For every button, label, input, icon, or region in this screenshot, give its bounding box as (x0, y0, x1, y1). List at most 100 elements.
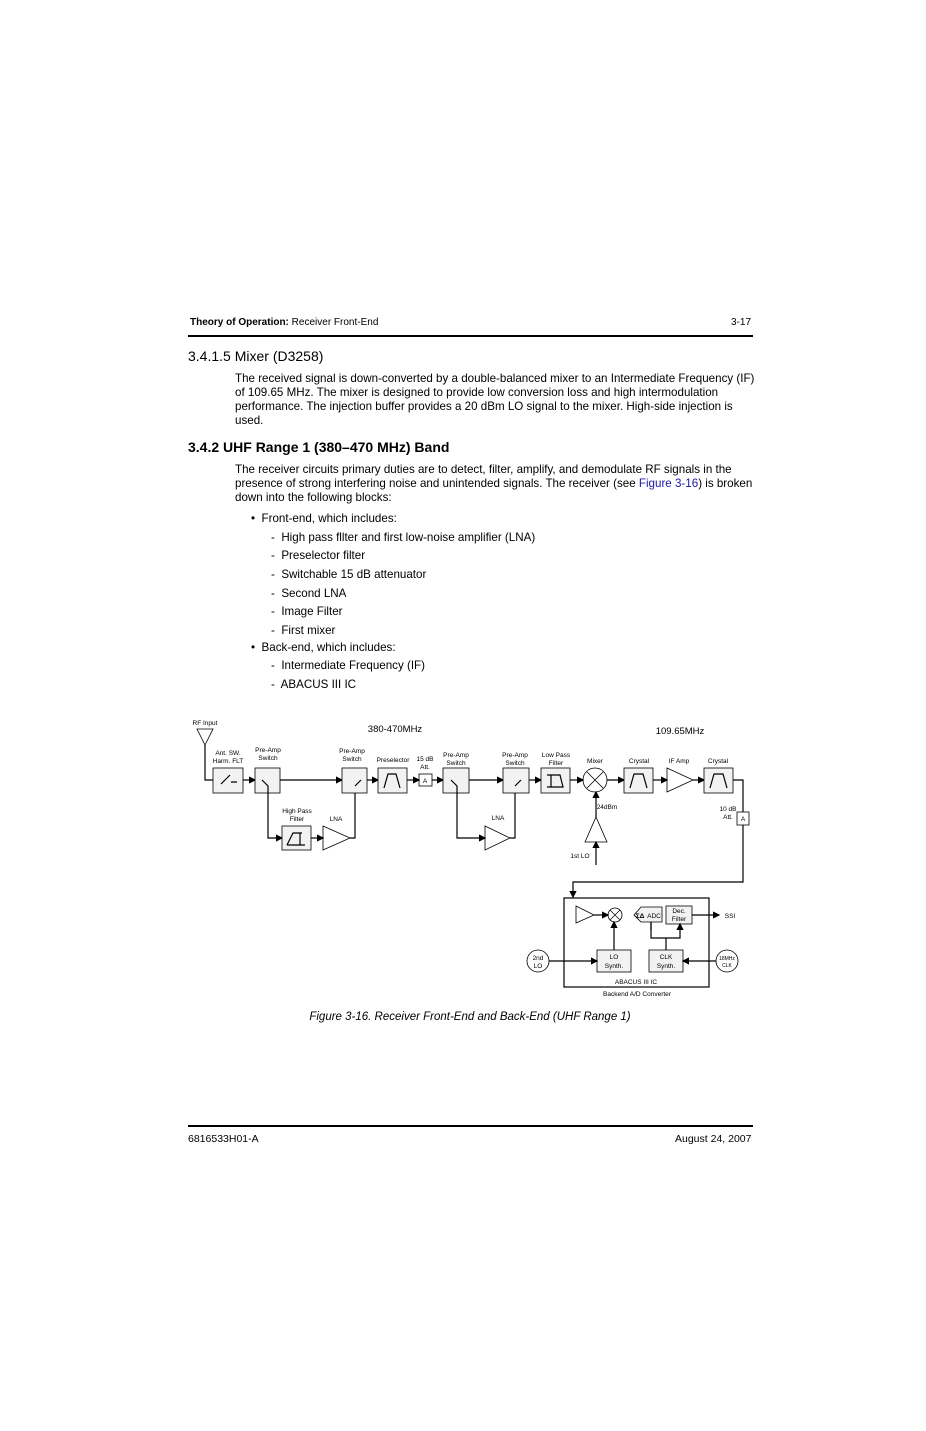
label: 1st LO (570, 853, 589, 860)
label: Filter (549, 760, 564, 767)
label: 380-470MHz (368, 724, 423, 735)
body-text: The receiver circuits primary duties are… (235, 463, 732, 490)
label: LNA (492, 815, 505, 822)
antenna-icon (196, 728, 214, 746)
label: Switch (342, 756, 362, 763)
label: Pre-Amp (443, 752, 469, 759)
label: Switch (258, 755, 278, 762)
item-text: First mixer (281, 624, 336, 637)
doc-number: 6816533H01-A (188, 1133, 259, 1145)
label: ΣΔ (636, 913, 645, 920)
list-item: - Preselector filter (271, 549, 366, 562)
label: High Pass (282, 808, 312, 815)
label: Synth. (657, 963, 676, 970)
item-text: ABACUS III IC (280, 678, 357, 691)
preamp-switch-1 (254, 767, 281, 794)
header-rest: Receiver Front-End (288, 317, 379, 328)
label: Mixer (587, 758, 604, 765)
label: Low Pass (542, 752, 571, 759)
label: Pre-Amp (502, 752, 528, 759)
preselector-box (377, 767, 408, 794)
attenuator-10db (736, 811, 750, 826)
bullet-label: Front-end, which includes: (261, 512, 397, 525)
label: Backend A/D Converter (603, 991, 672, 998)
label: Pre-Amp (339, 748, 365, 755)
list-item: - High pass fllter and first low-noise a… (271, 531, 536, 544)
label: A (741, 816, 746, 823)
label: 10 dB (720, 806, 737, 813)
footer-rule (188, 1125, 753, 1127)
item-text: Image Filter (281, 605, 343, 618)
item-text: Second LNA (281, 587, 347, 600)
section-title-uhf: 3.4.2 UHF Range 1 (380–470 MHz) Band (188, 439, 450, 455)
list-item: - Intermediate Frequency (IF) (271, 659, 426, 672)
section-body-mixer: The received signal is down-converted by… (235, 372, 755, 427)
header-bold: Theory of Operation: (190, 317, 289, 328)
preamp-switch-3 (442, 767, 470, 794)
bullet-back-end: • Back-end, which includes: (251, 641, 396, 654)
list-item: - Switchable 15 dB attenuator (271, 568, 427, 581)
label: Pre-Amp (255, 747, 281, 754)
figure-caption: Figure 3-16. Receiver Front-End and Back… (309, 1011, 631, 1023)
low-pass-filter-box (540, 767, 571, 794)
lna-2-triangle (484, 825, 511, 851)
label: Preselector (377, 757, 411, 764)
label: 2nd (533, 955, 544, 962)
list-item: - Second LNA (271, 587, 347, 600)
label: Filter (290, 816, 305, 823)
body-text: ) is broken down into the following bloc… (235, 477, 753, 504)
page-number: 3-17 (731, 317, 752, 328)
label: Ant. SW. (215, 750, 240, 757)
item-text: Switchable 15 dB attenuator (281, 568, 427, 581)
ant-switch-box (212, 767, 244, 794)
high-pass-filter-box (281, 825, 312, 851)
label: ABACUS III IC (615, 979, 658, 986)
crystal-filter-1 (623, 767, 654, 794)
list-item: - Image Filter (271, 605, 343, 618)
bullet-front-end: • Front-end, which includes: (251, 512, 397, 525)
item-text: High pass fllter and first low-noise amp… (281, 531, 536, 544)
label: Harm. FLT (213, 758, 244, 765)
if-amp-triangle (666, 767, 694, 793)
label: Att. (420, 764, 430, 771)
abacus-ic-box (563, 897, 710, 988)
preamp-switch-2 (341, 767, 368, 794)
label: CLK (722, 963, 732, 969)
label: 24dBm (597, 804, 618, 811)
label: 18MHz (719, 956, 735, 962)
label: Att. (723, 814, 733, 821)
label: LO (610, 954, 619, 961)
label: ADC (647, 913, 661, 920)
item-text: Intermediate Frequency (IF) (281, 659, 426, 672)
label: A (423, 778, 428, 785)
preamp-switch-4 (502, 767, 530, 794)
label: Switch (505, 760, 525, 767)
lo-buffer-triangle (584, 816, 608, 843)
label: Filter (672, 916, 687, 923)
label: Dec. (672, 908, 686, 915)
label: Crystal (629, 758, 650, 765)
label: IF Amp (669, 758, 690, 765)
label: 15 dB (417, 756, 434, 763)
lna-1-triangle (322, 825, 351, 851)
doc-date: August 24, 2007 (675, 1133, 752, 1145)
section-body-uhf: The receiver circuits primary duties are… (235, 463, 755, 505)
list-item: - First mixer (271, 624, 336, 637)
label: 109.65MHz (656, 726, 705, 737)
label: Switch (446, 760, 466, 767)
label: Crystal (708, 758, 729, 765)
label: LO (534, 963, 543, 970)
item-text: Preselector filter (281, 549, 366, 562)
header-rule (188, 335, 753, 337)
label: CLK (660, 954, 673, 961)
label: RF Input (193, 720, 218, 727)
running-header: Theory of Operation: Receiver Front-End (190, 317, 378, 328)
bullet-label: Back-end, which includes: (261, 641, 396, 654)
crystal-filter-2 (703, 767, 734, 794)
list-item: - ABACUS III IC (271, 678, 357, 691)
figure-link[interactable]: Figure 3-16 (638, 477, 699, 490)
label: SSI (725, 913, 736, 920)
label: Synth. (605, 963, 624, 970)
